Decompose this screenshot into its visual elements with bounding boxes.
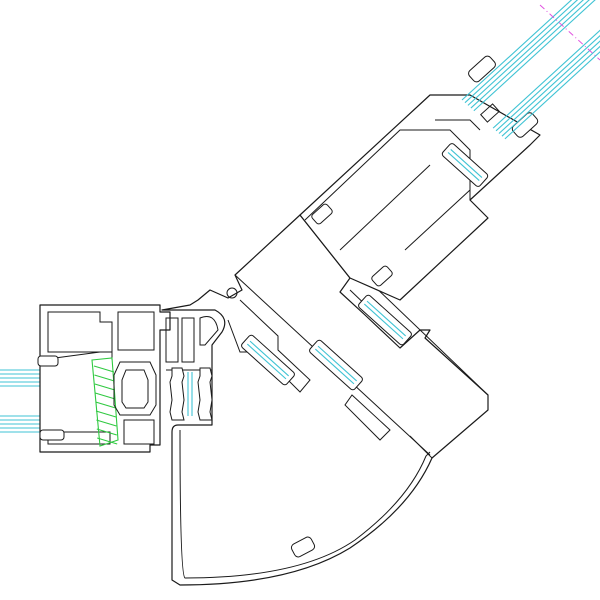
thermal-break-hatch <box>95 392 116 400</box>
diagonal-glass-line <box>461 0 573 101</box>
outer-top-gasket <box>468 55 496 83</box>
thermal-break-hatch <box>95 410 117 418</box>
thermal-break-hatch <box>93 365 115 373</box>
diagonal-frame-profile <box>299 55 541 301</box>
diagonal-glazing-unit <box>461 0 600 140</box>
diagonal-lower-gasket <box>371 265 393 287</box>
diagonal-glass-line <box>473 0 596 112</box>
diagonal-glass-line <box>495 35 600 132</box>
left-frame-profile <box>37 304 171 453</box>
diagonal-glass-line <box>467 0 584 106</box>
diagonal-spacer <box>480 103 500 123</box>
diagonal-glass-line <box>504 51 600 140</box>
thermal-break-hatch <box>94 383 115 391</box>
thermal-break-outline <box>91 357 119 447</box>
bottom-gasket <box>290 536 316 558</box>
thermal-break-bar <box>91 357 119 447</box>
corner-post-profile <box>161 214 489 586</box>
diagonal-inner-gasket <box>311 203 333 225</box>
diagonal-glass-line <box>470 0 590 109</box>
left-bottom-gasket <box>39 429 65 441</box>
thermal-break-hatch <box>94 374 115 382</box>
thermal-break-hatch <box>96 428 117 436</box>
thermal-break-hatch <box>97 437 118 445</box>
thermal-break-hatch <box>96 419 117 427</box>
diagonal-glass-line <box>464 0 579 104</box>
diagonal-glass-line <box>501 45 600 137</box>
diagonal-glass-line <box>498 40 600 134</box>
diagonal-glass-line <box>492 29 600 129</box>
left-top-gasket <box>37 355 59 367</box>
center-axis-line <box>539 4 600 61</box>
thermal-break-hatch <box>95 401 116 409</box>
